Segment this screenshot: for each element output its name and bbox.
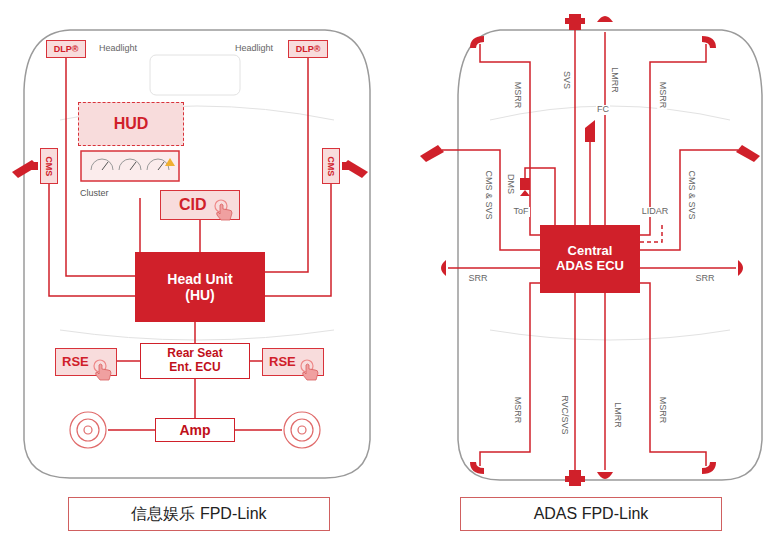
sensor-wire — [442, 30, 738, 470]
node-text: RSE — [62, 355, 89, 370]
sensor-label: MSRR — [512, 396, 522, 425]
touch-hand-icon — [213, 199, 235, 221]
node-text: 信息娱乐 FPD-Link — [131, 505, 266, 523]
sensor-label: RVC/SVS — [559, 394, 569, 435]
node-text: CMS — [326, 156, 336, 176]
rse-box: RSE — [55, 348, 117, 376]
sensor-label: DMS — [505, 173, 515, 195]
fpd-link-wire — [265, 184, 331, 296]
speaker — [70, 412, 320, 448]
part-label: Headlight — [234, 44, 274, 54]
node-text: RSE — [269, 355, 296, 370]
caption-box: 信息娱乐 FPD-Link — [68, 497, 330, 531]
hud-box: HUD — [78, 102, 184, 146]
sensor-label: CMS & SVS — [484, 169, 494, 220]
node-text: CMS — [44, 156, 54, 176]
sensor-label: LMRR — [612, 401, 622, 429]
caption-box: ADAS FPD-Link — [460, 497, 722, 531]
node-text: ADAS FPD-Link — [534, 505, 649, 523]
node-text: CID — [179, 196, 207, 214]
node-text: Rear Seat Ent. ECU — [155, 347, 235, 375]
amp-box: Amp — [155, 418, 235, 442]
part-label: FC — [596, 105, 610, 115]
projector-box: DLP® — [288, 40, 328, 58]
cid-box: CID — [160, 190, 240, 220]
fpd-link-wire — [199, 220, 201, 252]
sensor-label: MSRR — [657, 396, 667, 425]
projector-box: DLP® — [46, 40, 86, 58]
ecu-box: Rear Seat Ent. ECU — [140, 343, 250, 379]
sensor-label: CMS & SVS — [687, 169, 697, 220]
touch-hand-icon — [299, 359, 321, 381]
node-text: Cluster — [80, 188, 109, 198]
node-text: Central ADAS ECU — [550, 244, 630, 274]
fpd-link-wire — [139, 198, 141, 252]
fpd-link-wire — [117, 360, 140, 362]
fpd-link-wire — [194, 322, 196, 343]
node-text: DLP® — [54, 44, 79, 54]
car-outline — [24, 30, 762, 480]
part-label: LIDAR — [641, 207, 670, 217]
sensor-label: SVS — [561, 70, 571, 90]
part-label: SRR — [694, 274, 715, 284]
node-text: Amp — [179, 422, 210, 438]
fpd-link-wire — [265, 58, 308, 272]
adas-ecu-box: Central ADAS ECU — [540, 225, 640, 293]
part-label: SRR — [467, 274, 488, 284]
node-text: HUD — [114, 115, 149, 133]
sensor — [420, 14, 760, 486]
part-label: Headlight — [98, 44, 138, 54]
car-details — [60, 55, 730, 340]
node-text: DLP® — [296, 44, 321, 54]
fpd-link-wire — [250, 360, 262, 362]
fpd-link-wire — [49, 184, 135, 296]
sensor-label: MSRR — [512, 81, 522, 110]
cms-box: CMS — [322, 148, 340, 184]
touch-hand-icon — [92, 359, 114, 381]
head-unit-box: Head Unit (HU) — [135, 252, 265, 322]
cms-box: CMS — [40, 148, 58, 184]
node-text: Head Unit (HU) — [155, 271, 245, 303]
rse-box: RSE — [262, 348, 324, 376]
cluster-gauges — [80, 150, 180, 182]
part-label: ToF — [512, 207, 529, 217]
sensor-label: MSRR — [657, 81, 667, 110]
fpd-link-wire — [194, 379, 196, 418]
sensor-label: LMRR — [609, 66, 619, 94]
